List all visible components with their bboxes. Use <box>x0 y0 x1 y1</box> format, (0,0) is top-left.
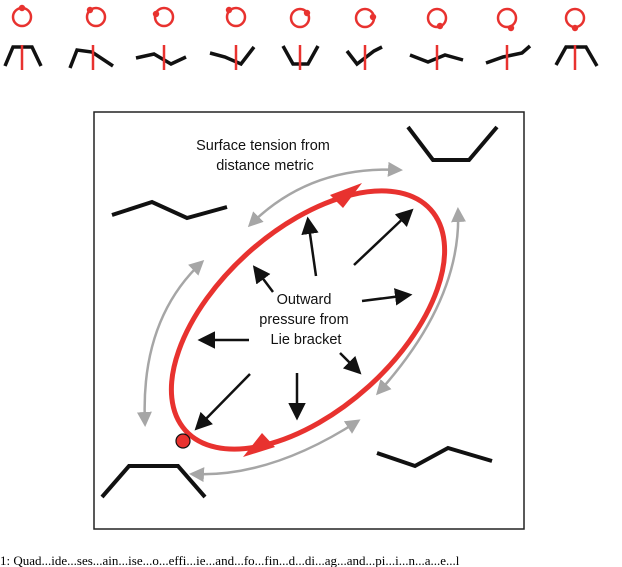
pose-icon-4 <box>209 6 256 70</box>
black-arrow-6 <box>339 352 362 375</box>
surface-tension-arrows <box>136 161 467 483</box>
outward-pressure-line-1: Outward <box>277 292 332 308</box>
shape-top-right <box>406 125 499 162</box>
outward-pressure-line-3: Lie bracket <box>271 332 342 348</box>
outward-pressure-line-2: pressure from <box>259 312 348 328</box>
red-loop-arrowhead-top <box>330 183 362 208</box>
pose-icon-6 <box>345 7 383 70</box>
surface-tension-line-2: distance metric <box>216 158 314 174</box>
gray-arrow-left <box>136 259 205 427</box>
outward-pressure-label: Outward pressure from Lie bracket <box>259 292 352 348</box>
pose-icon-8 <box>485 7 532 70</box>
shape-bottom-right <box>376 445 493 469</box>
pose-icon-7 <box>409 7 464 70</box>
gray-arrow-right <box>375 207 467 396</box>
diagram-frame <box>93 111 525 530</box>
black-arrow-2 <box>353 208 414 266</box>
figure-caption: 1: Quad...ide...ses...ain...ise...o...ef… <box>0 553 460 567</box>
gray-arrow-top <box>247 161 403 228</box>
surface-tension-label: Surface tension from distance metric <box>196 138 334 174</box>
surface-tension-line-1: Surface tension from <box>196 138 330 154</box>
pose-icon-1 <box>3 4 43 70</box>
pose-icon-3 <box>135 6 187 70</box>
black-arrow-3 <box>252 265 274 293</box>
outward-pressure-arrows <box>194 208 414 431</box>
pose-icon-5 <box>281 7 320 70</box>
red-loop-arrowhead-bottom <box>243 433 275 457</box>
shape-bottom-left <box>100 464 207 499</box>
gray-arrow-bottom <box>189 419 361 483</box>
black-arrow-8 <box>194 373 251 431</box>
red-loop <box>168 188 448 452</box>
shape-left <box>111 199 228 221</box>
black-arrow-1 <box>301 216 319 277</box>
black-arrow-4 <box>361 288 413 306</box>
pose-icon-9 <box>554 7 599 70</box>
pose-sequence-row <box>3 4 599 70</box>
start-point <box>175 433 191 449</box>
pose-icon-2 <box>68 6 114 70</box>
